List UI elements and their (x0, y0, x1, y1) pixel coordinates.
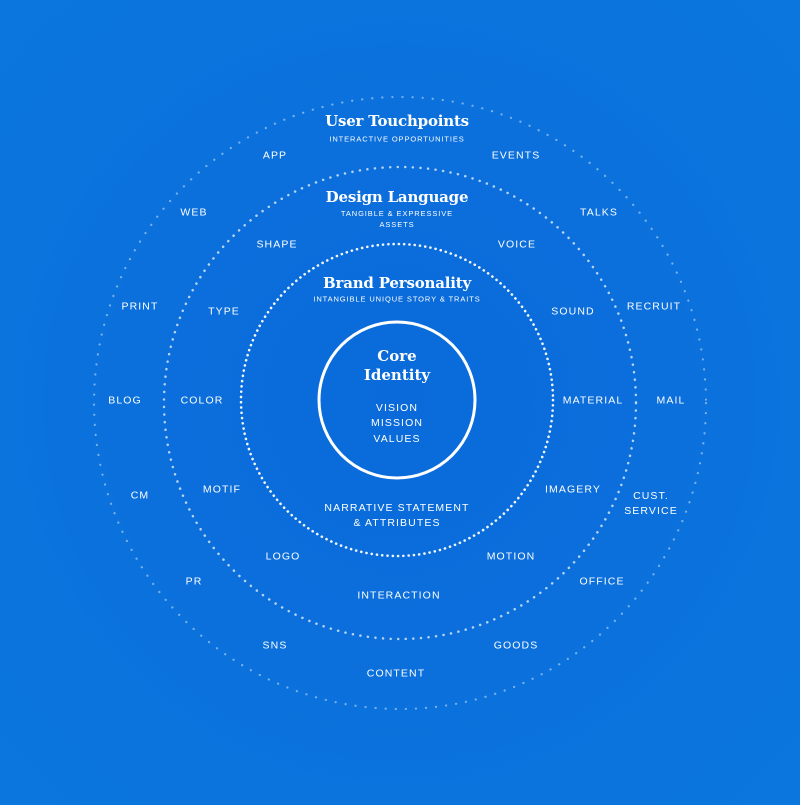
design-material: MATERIAL (562, 394, 624, 407)
design-language-title: Design Language (325, 188, 469, 206)
touchpoint-print: PRINT (121, 300, 159, 313)
core-identity-title: Core Identity (363, 347, 431, 384)
touchpoint-events: EVENTS (491, 149, 541, 162)
user-touchpoints-title: User Touchpoints (325, 112, 469, 130)
touchpoint-content: CONTENT (366, 667, 426, 680)
brand-personality-title: Brand Personality (323, 274, 471, 292)
brand-personality-subtitle: INTANGIBLE UNIQUE STORY & TRAITS (313, 294, 481, 304)
design-shape: SHAPE (256, 238, 298, 251)
touchpoint-blog: BLOG (108, 394, 142, 407)
user-touchpoints-subtitle: INTERACTIVE OPPORTUNITIES (329, 134, 465, 144)
brand-personality-ring (239, 242, 555, 558)
touchpoint-sns: SNS (262, 639, 288, 652)
touchpoint-mail: MAIL (656, 394, 686, 407)
design-motif: MOTIF (202, 483, 242, 496)
touchpoint-cust-service: CUST. SERVICE (624, 490, 678, 517)
touchpoint-pr: PR (185, 575, 203, 588)
design-type: TYPE (208, 305, 240, 318)
design-color: COLOR (180, 394, 224, 407)
design-interaction: INTERACTION (357, 589, 441, 602)
touchpoint-app: APP (262, 149, 288, 162)
core-item-values: VALUES (373, 433, 421, 445)
touchpoint-talks: TALKS (580, 206, 618, 219)
design-language-ring (162, 165, 638, 641)
touchpoint-web: WEB (180, 206, 208, 219)
design-sound: SOUND (551, 305, 595, 318)
touchpoint-office: OFFICE (579, 575, 625, 588)
core-identity-circle (317, 320, 477, 480)
design-motion: MOTION (486, 550, 536, 563)
design-logo: LOGO (265, 550, 301, 563)
touchpoint-recruit: RECRUIT (626, 300, 682, 313)
user-touchpoints-ring (92, 95, 708, 711)
touchpoint-cm: CM (130, 489, 150, 502)
design-voice: VOICE (497, 238, 537, 251)
narrative-statement-label: NARRATIVE STATEMENT & ATTRIBUTES (324, 502, 470, 529)
core-item-vision: VISION (375, 402, 419, 414)
design-imagery: IMAGERY (545, 483, 601, 496)
touchpoint-goods: GOODS (493, 639, 539, 652)
core-item-mission: MISSION (370, 417, 424, 429)
design-language-subtitle: TANGIBLE & EXPRESSIVE ASSETS (340, 209, 454, 229)
